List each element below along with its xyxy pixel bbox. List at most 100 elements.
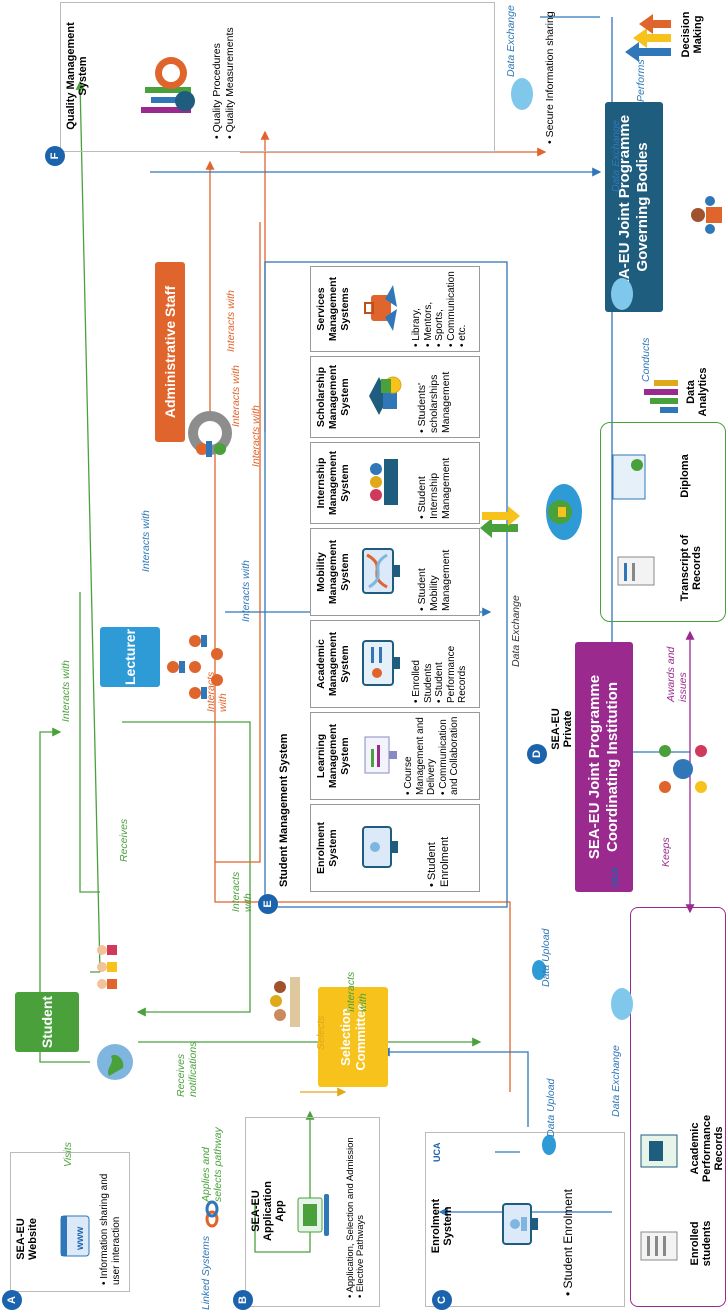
transcript-label: Transcript of Records bbox=[679, 534, 703, 602]
sms-subsystem-items: • Students' scholarships Management bbox=[416, 359, 452, 433]
data-exchange-arrows-icon bbox=[480, 502, 520, 542]
label-applies: Applies and selects pathway bbox=[200, 1127, 224, 1202]
cloud-small-icon bbox=[600, 986, 636, 1022]
admin-gear-icon bbox=[180, 407, 240, 467]
data-analytics-label: Data Analytics bbox=[685, 367, 709, 417]
label-data-exchange-records: Data Exchange bbox=[610, 1045, 622, 1117]
sms-subsystem-title: Enrolment System bbox=[315, 822, 339, 874]
student-pill: Student bbox=[15, 992, 79, 1052]
admin-staff-pill: Administrative Staff bbox=[155, 262, 185, 442]
enrolment-c-panel: Enrolment System • Student Enrolment bbox=[425, 1132, 625, 1307]
academic-records-label: Academic Performance Records bbox=[689, 1114, 725, 1183]
quality-panel: Quality Management System • Quality Proc… bbox=[60, 2, 495, 152]
records-panel: Enrolled students Academic Performance R… bbox=[630, 907, 726, 1307]
label-conducts: Conducts bbox=[640, 337, 652, 382]
label-interacts-admin-lecturer: Interacts with bbox=[205, 671, 229, 712]
diploma-icon bbox=[611, 453, 651, 501]
edge-visits bbox=[39, 727, 90, 1063]
label-performs: Performs bbox=[635, 59, 647, 102]
label-interacts-quality: Interacts with bbox=[60, 660, 72, 722]
browser-icon: www bbox=[60, 1215, 91, 1257]
secure-info-items: • Secure Information sharing bbox=[544, 4, 557, 144]
sms-item: • Student Enrolment bbox=[426, 836, 451, 887]
label-receives-notifications: Receives notifications bbox=[175, 1041, 199, 1097]
diploma-label: Diploma bbox=[679, 454, 691, 498]
label-interacts-lecturer: Interacts with bbox=[140, 510, 152, 572]
sms-title: Student Management System bbox=[278, 733, 290, 887]
sms-item: • Mentors, bbox=[422, 301, 434, 347]
label-receives: Receives bbox=[118, 818, 130, 862]
transcript-icon bbox=[616, 551, 656, 591]
students-group-icon bbox=[92, 942, 142, 992]
label-linked-systems: Linked Systems bbox=[200, 1235, 212, 1310]
edge-lecturer-admin bbox=[215, 222, 261, 863]
badge-c: C bbox=[432, 1290, 452, 1310]
sms-item: • Students' scholarships Management bbox=[416, 371, 452, 433]
uca-logo-c: UCA bbox=[432, 1142, 442, 1163]
sms-item: • Student Mobility Management bbox=[416, 549, 452, 611]
uca-logo-institution: UCA bbox=[610, 867, 620, 888]
label-data-exchange-gov: Data Exchange bbox=[610, 120, 622, 192]
quality-items: • Quality Procedures • Quality Measureme… bbox=[211, 5, 236, 139]
cloud-lock-icon bbox=[530, 482, 590, 542]
sms-subsystem-scholarship: Scholarship Management System • Students… bbox=[310, 356, 480, 438]
sms-item: • Sports, bbox=[434, 309, 445, 347]
quality-item: • Quality Procedures bbox=[211, 43, 223, 139]
governing-people-icon bbox=[690, 193, 726, 237]
sms-item: • Enrolled Students bbox=[411, 660, 434, 703]
website-title: SEA-EU Website bbox=[15, 1218, 39, 1260]
label-data-upload-e: Data Upload bbox=[540, 928, 552, 987]
sms-subsystem-services: Services Management Systems • Library, •… bbox=[310, 266, 480, 352]
svg-text:www: www bbox=[75, 1226, 86, 1251]
sms-subsystem-learning: Learning Management System • Course Mana… bbox=[310, 712, 480, 800]
cloud-small-icon bbox=[600, 276, 636, 312]
services-icon bbox=[363, 285, 403, 331]
globe-icon bbox=[95, 1012, 140, 1082]
enrolment-c-item: • Student Enrolment bbox=[561, 1189, 575, 1296]
scholarship-icon bbox=[363, 373, 403, 419]
edge-notifications bbox=[122, 721, 251, 1017]
transcript-diploma-panel: Transcript of Records Diploma bbox=[600, 422, 726, 622]
cloud-upload-icon bbox=[525, 958, 549, 982]
sms-subsystem-academic: Academic Management System • Enrolled St… bbox=[310, 620, 480, 708]
label-interacts-sms: Interacts with bbox=[230, 871, 254, 912]
label-interacts-admin: Interacts with bbox=[230, 365, 242, 427]
enrolled-list-icon bbox=[639, 1226, 679, 1266]
website-panel: SEA-EU Website www • Information sharing… bbox=[10, 1152, 130, 1292]
committee-icon bbox=[262, 977, 310, 1027]
secure-info-panel: • Secure Information sharing bbox=[540, 2, 600, 152]
data-analytics-icon bbox=[640, 377, 680, 417]
label-data-exchange-quality: Data Exchange bbox=[505, 5, 517, 77]
decision-making-label: Decision Making bbox=[680, 11, 704, 58]
enrolled-students-label: Enrolled students bbox=[689, 1220, 713, 1267]
badge-d: D bbox=[527, 744, 547, 764]
sms-item: • Course Management and Delivery bbox=[403, 717, 437, 795]
coordinating-institution-pill: SEA-EU Joint Programme Coordinating Inst… bbox=[575, 642, 633, 892]
sms-subsystem-enrolment: Enrolment System • Student Enrolment bbox=[310, 804, 480, 892]
sms-subsystem-items: • Student Internship Management bbox=[416, 445, 452, 519]
whiteboard-icon bbox=[363, 735, 399, 775]
cloud-upload-icon bbox=[535, 1133, 559, 1157]
badge-a: A bbox=[2, 1290, 22, 1310]
mobility-screen-icon bbox=[361, 547, 403, 595]
label-interacts-committee: Interacts with bbox=[345, 971, 369, 1012]
decision-arrows-icon bbox=[625, 12, 671, 62]
sms-item: • Communication and Collaboration bbox=[437, 716, 461, 795]
edge-admin-enrolment bbox=[210, 440, 511, 1092]
sms-item: • Student Performance Records bbox=[434, 645, 468, 703]
edge-applies bbox=[254, 1110, 315, 1253]
label-interacts-admin-3: Interacts with bbox=[250, 405, 262, 467]
application-app-panel: SEA-EU Application App • Application, Se… bbox=[245, 1117, 380, 1307]
secure-info-item: • Secure Information sharing bbox=[544, 11, 556, 144]
application-app-item: • Elective Pathways bbox=[355, 1214, 366, 1298]
academic-screen-icon bbox=[361, 639, 403, 687]
lecturer-pill: Lecturer bbox=[100, 627, 160, 687]
internship-icon bbox=[366, 459, 400, 505]
sms-subsystem-items: • Course Management and Delivery• Commun… bbox=[403, 715, 461, 795]
sms-item: • Student Internship Management bbox=[416, 457, 452, 519]
sms-subsystem-items: • Student Mobility Management bbox=[416, 531, 452, 611]
sms-subsystem-mobility: Mobility Management System • Student Mob… bbox=[310, 528, 480, 616]
label-data-upload-c: Data Upload bbox=[545, 1078, 557, 1137]
sms-frame bbox=[264, 261, 508, 908]
